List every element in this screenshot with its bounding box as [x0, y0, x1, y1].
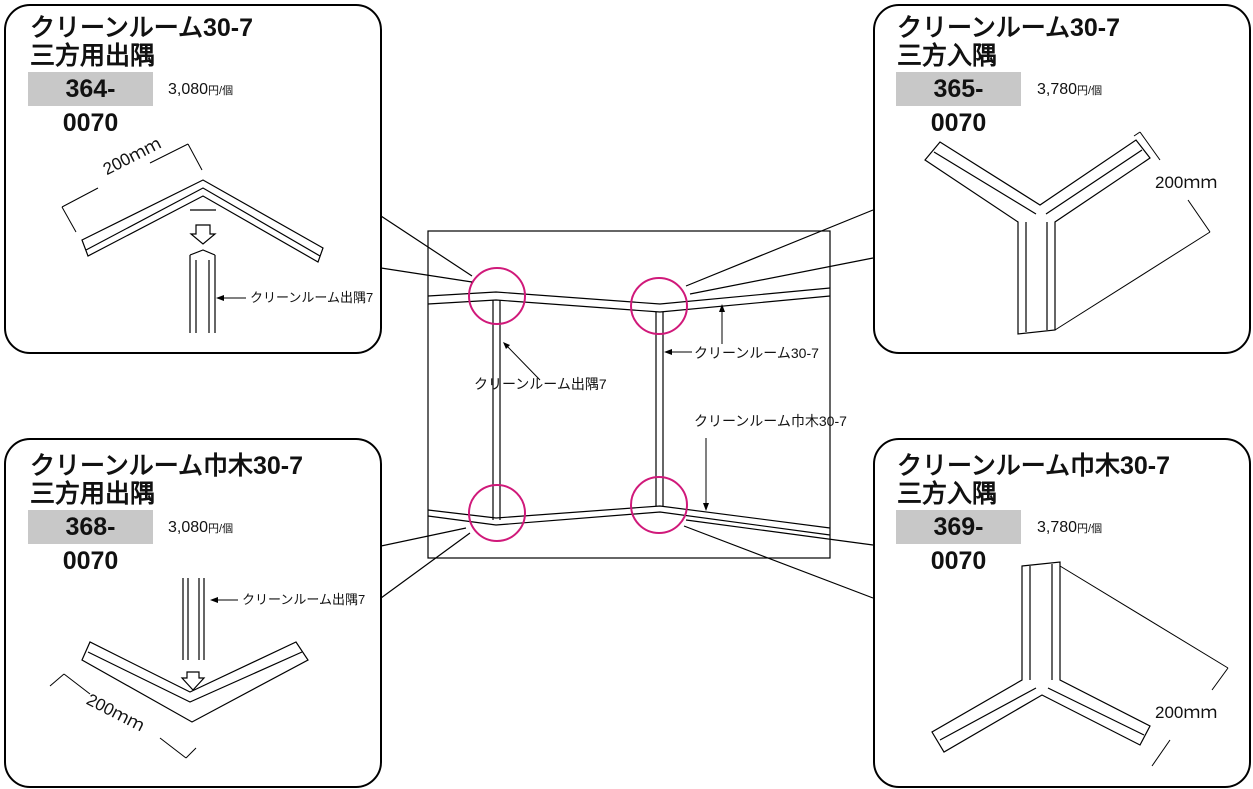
- panel-bl-title: クリーンルーム巾木30-7: [30, 452, 304, 480]
- illustration-bl: [81, 578, 309, 723]
- panel-br-price: 3,780円/個: [1037, 519, 1103, 536]
- callout-top-right: [685, 209, 874, 295]
- panel-bl-subtitle: 三方用出隅: [30, 480, 156, 508]
- callout-top-left: [380, 215, 473, 283]
- base-molding: [427, 505, 831, 536]
- panel-tl-code: 364-0070: [28, 72, 153, 137]
- panel-bl-code: 368-0070: [28, 510, 153, 575]
- callout-bottom-left: [380, 527, 471, 599]
- panel-br-title: クリーンルーム巾木30-7: [897, 452, 1171, 480]
- arrow-top: [664, 349, 672, 355]
- panel-br-dimension: 200ｍｍ: [1155, 703, 1218, 722]
- panel-tl-price: 3,080円/個: [168, 81, 234, 98]
- illustration-br: [931, 561, 1151, 753]
- corner-posts: [492, 300, 664, 520]
- panel-tl-subtitle: 三方用出隅: [30, 42, 156, 70]
- panel-tr-price: 3,780円/個: [1037, 81, 1103, 98]
- top-molding: [427, 287, 831, 313]
- center-label-corner: クリーンルーム出隅7: [474, 376, 607, 392]
- arrowhead-part-tl: [216, 295, 224, 301]
- illustration-tr: [924, 139, 1151, 335]
- panel-top-right: [873, 4, 1251, 354]
- panel-br-subtitle: 三方入隅: [897, 480, 998, 508]
- panel-bl-price: 3,080円/個: [168, 519, 234, 536]
- panel-tl-title: クリーンルーム30-7: [30, 14, 254, 42]
- highlight-circle-bottom-left: [468, 484, 526, 542]
- arrow-base: [703, 503, 709, 511]
- panel-tr-title: クリーンルーム30-7: [897, 14, 1121, 42]
- highlight-circle-bottom-right: [630, 476, 688, 534]
- leader-corner: [504, 343, 541, 381]
- dim-line-tr: [1054, 131, 1211, 331]
- illustration-tl: [81, 179, 324, 333]
- arrow-corner: [503, 342, 510, 349]
- panel-br-code: 369-0070: [896, 510, 1021, 575]
- center-label-top: クリーンルーム30-7: [694, 345, 819, 361]
- panel-tr-dimension: 200ｍｍ: [1155, 173, 1218, 192]
- dim-line-bl: [49, 673, 197, 759]
- panel-tr-code: 365-0070: [896, 72, 1021, 137]
- highlight-circle-top-left: [468, 267, 526, 325]
- room-frame: [427, 230, 831, 559]
- panel-tl-part-label: クリーンルーム出隅7: [250, 290, 374, 305]
- dim-line-br: [1059, 565, 1229, 767]
- panel-tr-subtitle: 三方入隅: [897, 42, 998, 70]
- panel-bl-part-label: クリーンルーム出隅7: [242, 592, 366, 607]
- callout-bottom-right: [683, 519, 874, 599]
- arrowhead-part-bl: [210, 597, 218, 603]
- center-label-base: クリーンルーム巾木30-7: [694, 413, 847, 429]
- dim-line-tl: [61, 143, 203, 233]
- highlight-circle-top-right: [630, 277, 688, 335]
- arrow-top-height: [719, 304, 725, 312]
- panel-top-left: [4, 4, 382, 354]
- panel-bottom-left: [4, 438, 382, 788]
- panel-bottom-right: [873, 438, 1251, 788]
